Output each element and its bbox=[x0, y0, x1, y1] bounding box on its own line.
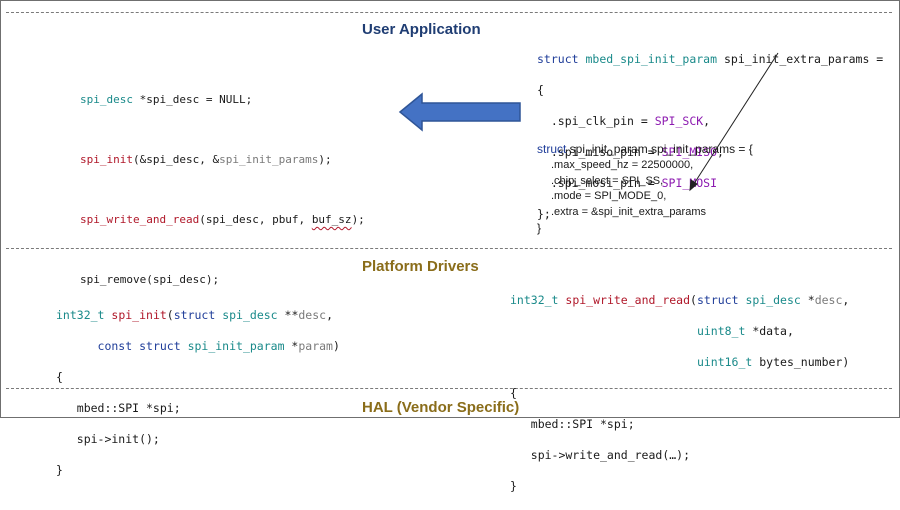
extra-params-block: struct mbed_spi_init_param spi_init_extr… bbox=[537, 36, 883, 238]
code-function: spi_write_and_read bbox=[565, 292, 691, 307]
code-line-write-read-call: spi_write_and_read(spi_desc, pbuf, buf_s… bbox=[80, 212, 365, 228]
code-text: * bbox=[284, 338, 299, 353]
code-line-clk: .spi_clk_pin = SPI_SCK, bbox=[537, 114, 883, 130]
code-line-signature-2: uint8_t *data, bbox=[510, 324, 849, 340]
code-text: *data, bbox=[745, 323, 794, 338]
code-line-miso: .spi_miso_pin = SPI_MISO, bbox=[537, 145, 883, 161]
code-line-close: } bbox=[56, 462, 63, 477]
code-text: ); bbox=[318, 153, 332, 166]
code-line-open: { bbox=[537, 82, 544, 97]
code-type: spi_desc bbox=[738, 292, 801, 307]
code-arg-underlined: buf_sz bbox=[311, 213, 352, 226]
code-param: desc bbox=[298, 307, 327, 322]
code-type: spi_desc bbox=[80, 93, 133, 106]
pointer-arrow bbox=[689, 52, 779, 192]
code-line-signature-1: int32_t spi_init(struct spi_desc **desc, bbox=[56, 308, 340, 324]
code-line-body-1: mbed::SPI *spi; bbox=[510, 416, 635, 431]
code-text: , bbox=[326, 307, 334, 322]
code-function: spi_write_and_read bbox=[80, 213, 200, 226]
separator-top bbox=[6, 12, 892, 13]
code-line-chip-select: .chip_select = SPI_SS, bbox=[551, 174, 664, 187]
separator-platform-hal bbox=[6, 388, 892, 389]
section-title-hal: HAL (Vendor Specific) bbox=[362, 399, 520, 416]
code-type: spi_desc bbox=[215, 307, 278, 322]
code-type: uint8_t bbox=[696, 323, 746, 338]
code-text: spi_init_extra_params = bbox=[717, 51, 884, 66]
code-param: param bbox=[298, 338, 333, 353]
code-macro: SPI_MISO bbox=[661, 144, 718, 159]
code-keyword: struct bbox=[696, 292, 739, 307]
code-function: spi_init bbox=[111, 307, 167, 322]
code-line-desc-decl: spi_desc *spi_desc = NULL; bbox=[80, 92, 365, 108]
code-text: ** bbox=[277, 307, 299, 322]
code-line-close: } bbox=[510, 478, 517, 493]
code-keyword: struct bbox=[537, 51, 579, 66]
section-title-user-application: User Application bbox=[362, 21, 481, 38]
code-type: spi_init_param bbox=[180, 338, 285, 353]
code-macro: SPI_MOSI bbox=[661, 175, 718, 190]
code-text: ( bbox=[166, 307, 174, 322]
code-text: ) bbox=[332, 338, 340, 353]
code-line-open: { bbox=[510, 385, 517, 400]
code-line-mode: .mode = SPI_MODE_0, bbox=[551, 190, 667, 202]
left-arrow-icon bbox=[398, 92, 521, 132]
code-type: int32_t bbox=[56, 307, 105, 322]
code-line-spi-init-call: spi_init(&spi_desc, &spi_init_params); bbox=[80, 152, 365, 168]
code-text: ); bbox=[351, 213, 365, 226]
code-text: bytes_number) bbox=[752, 354, 850, 369]
code-text: (&spi_desc, & bbox=[132, 153, 220, 166]
code-text: , bbox=[842, 292, 850, 307]
code-text: , bbox=[703, 113, 711, 128]
code-line-mosi: .spi_mosi_pin = SPI_MOSI bbox=[537, 176, 883, 192]
code-type: int32_t bbox=[510, 292, 559, 307]
code-type: mbed_spi_init_param bbox=[585, 51, 718, 66]
code-text: ( bbox=[690, 292, 697, 307]
code-indent bbox=[510, 324, 697, 338]
code-line-signature-3: uint16_t bytes_number) bbox=[510, 355, 849, 371]
code-text: *spi_desc = NULL; bbox=[132, 93, 253, 106]
code-text: .spi_clk_pin = bbox=[537, 113, 655, 128]
code-line-body-2: spi->write_and_read(…); bbox=[510, 447, 691, 462]
code-line-max-speed: .max_speed_hz = 22500000, bbox=[551, 159, 694, 171]
code-macro: SPI_SCK bbox=[654, 113, 704, 128]
code-function: spi_init bbox=[80, 153, 133, 166]
code-keyword: const bbox=[56, 338, 133, 353]
code-line-extra-decl: struct mbed_spi_init_param spi_init_extr… bbox=[537, 52, 883, 68]
user-code-block: spi_desc *spi_desc = NULL; spi_init(&spi… bbox=[80, 76, 365, 304]
code-arg: spi_init_params bbox=[219, 153, 319, 166]
code-indent bbox=[510, 355, 697, 369]
code-line-body-2: spi->init(); bbox=[56, 431, 160, 446]
code-text: (spi_desc, pbuf, bbox=[199, 213, 312, 226]
code-line-body-1: mbed::SPI *spi; bbox=[56, 400, 181, 415]
code-text: .spi_miso_pin = bbox=[537, 144, 662, 159]
code-param: desc bbox=[814, 292, 843, 307]
code-keyword: struct bbox=[173, 307, 216, 322]
driver-write-read-block: int32_t spi_write_and_read(struct spi_de… bbox=[510, 277, 849, 510]
code-text: .spi_mosi_pin = bbox=[537, 175, 662, 190]
code-line-signature-2: const struct spi_init_param *param) bbox=[56, 339, 340, 355]
code-type: uint16_t bbox=[696, 354, 753, 369]
code-line-close: }; bbox=[537, 206, 551, 221]
driver-spi-init-block: int32_t spi_init(struct spi_desc **desc,… bbox=[56, 292, 340, 494]
code-keyword: struct bbox=[537, 142, 567, 156]
code-text: * bbox=[800, 292, 815, 307]
code-line-extra: .extra = &spi_init_extra_params bbox=[551, 205, 706, 218]
code-line-signature-1: int32_t spi_write_and_read(struct spi_de… bbox=[510, 293, 849, 309]
separator-user-platform bbox=[6, 248, 892, 249]
section-title-platform-drivers: Platform Drivers bbox=[362, 258, 479, 275]
code-line-open: { bbox=[56, 369, 63, 384]
code-line-close: } bbox=[537, 221, 542, 235]
code-text: spi_init_param spi_init_params = { bbox=[566, 142, 753, 156]
code-line-spi-remove: spi_remove(spi_desc); bbox=[80, 273, 220, 286]
code-line-init-decl: struct spi_init_param spi_init_params = … bbox=[537, 141, 753, 158]
init-params-block: struct spi_init_param spi_init_params = … bbox=[537, 141, 753, 237]
code-keyword: struct bbox=[132, 338, 181, 353]
code-text: , bbox=[717, 144, 724, 159]
